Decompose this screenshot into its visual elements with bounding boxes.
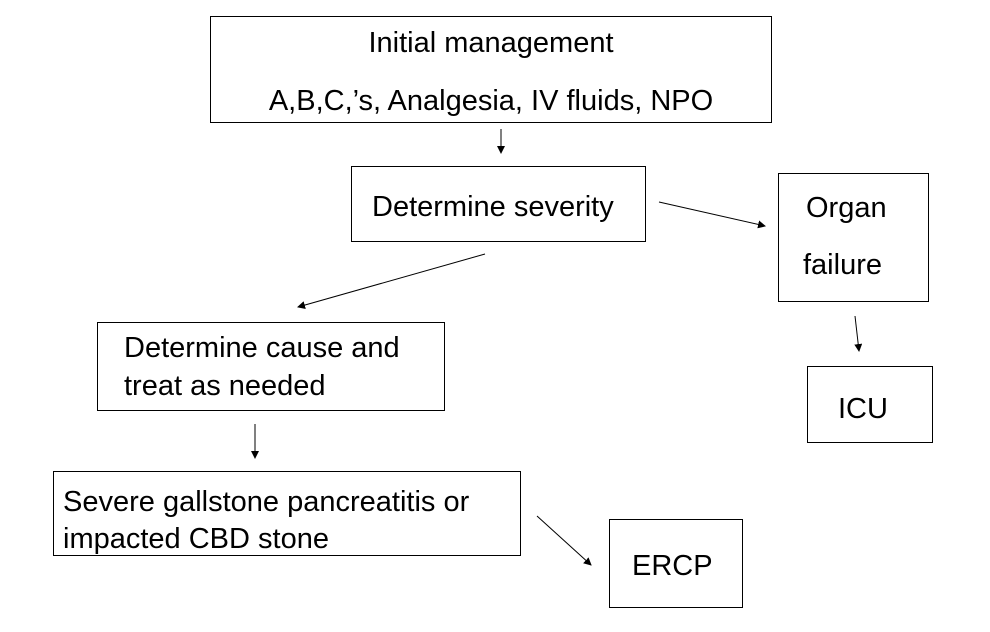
initial-management-title: Initial management bbox=[368, 27, 614, 59]
determine-cause-label-line2: treat as needed bbox=[124, 370, 326, 402]
organ-failure-label-line2: failure bbox=[803, 249, 882, 281]
determine-severity-label: Determine severity bbox=[372, 191, 614, 223]
ercp-box: ERCP bbox=[609, 519, 743, 608]
determine-cause-box: Determine cause and treat as needed bbox=[97, 322, 445, 411]
determine-cause-label-line1: Determine cause and bbox=[124, 332, 400, 364]
icu-box: ICU bbox=[807, 366, 933, 443]
gallstone-label-line2: impacted CBD stone bbox=[63, 523, 329, 555]
organ-failure-label-line1: Organ bbox=[806, 192, 887, 224]
gallstone-pancreatitis-box: Severe gallstone pancreatitis or impacte… bbox=[53, 471, 521, 556]
arrow-gallstone-to-ercp bbox=[536, 515, 592, 566]
initial-management-box: Initial management A,B,C,’s, Analgesia, … bbox=[210, 16, 772, 123]
determine-severity-box: Determine severity bbox=[351, 166, 646, 242]
arrow-severity-to-organ-failure bbox=[658, 201, 766, 229]
arrow-severity-to-cause bbox=[297, 253, 486, 309]
ercp-label: ERCP bbox=[632, 550, 713, 582]
arrow-organ-failure-to-icu bbox=[854, 315, 863, 352]
initial-management-steps: A,B,C,’s, Analgesia, IV fluids, NPO bbox=[268, 85, 714, 117]
gallstone-label-line1: Severe gallstone pancreatitis or bbox=[63, 486, 470, 518]
organ-failure-box: Organ failure bbox=[778, 173, 929, 302]
icu-label: ICU bbox=[838, 393, 888, 425]
